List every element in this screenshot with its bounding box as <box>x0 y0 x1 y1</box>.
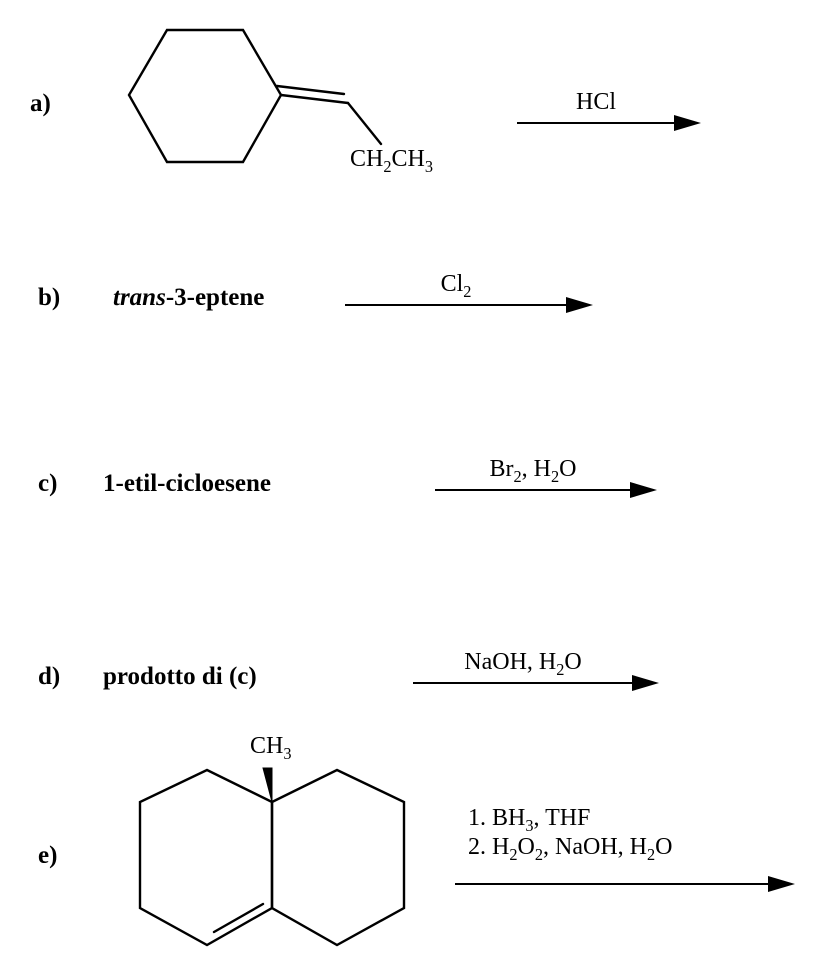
arrowhead-icon <box>632 674 659 691</box>
reaction-arrow-c: Br2, H2O <box>435 455 657 498</box>
reagent-text: HCl <box>575 89 616 115</box>
item-label-c: c) <box>38 470 58 497</box>
reagent-text: O <box>559 456 577 482</box>
reagent-text: NaOH, H <box>464 649 557 675</box>
reagent-text: O <box>517 833 535 860</box>
ethyl-group-formula: CH2CH3 <box>350 146 433 176</box>
reagent-step-1: 1. BH3, THF <box>468 804 769 833</box>
wedge-bond <box>262 767 273 803</box>
formula-text: CH <box>391 146 425 172</box>
compound-name-c: 1-etil-cicloesene <box>103 470 271 497</box>
formula-subscript: 2 <box>383 156 392 176</box>
item-label-a: a) <box>30 90 51 117</box>
reagent-text: Cl <box>440 271 464 297</box>
compound-name-b: trans-3-eptene <box>113 284 264 312</box>
reagent-text: , THF <box>533 805 591 831</box>
compound-name-italic-part: trans <box>113 284 166 311</box>
reagent-label-b: Cl2 <box>345 270 567 304</box>
arrow-shaft <box>517 114 701 131</box>
item-label-e: e) <box>38 842 58 869</box>
reagent-subscript: 2 <box>556 659 565 679</box>
exocyclic-double-bond-line-1 <box>279 93 350 105</box>
reagent-label-c: Br2, H2O <box>435 455 631 489</box>
ring-double-bond-inner-line <box>212 902 265 934</box>
reaction-arrow-b: Cl2 <box>345 270 593 313</box>
arrowhead-icon <box>630 481 657 498</box>
reagent-text: O <box>655 833 673 860</box>
reagent-text: , NaOH, H <box>543 833 647 860</box>
reagent-label-d: NaOH, H2O <box>413 648 633 682</box>
reaction-arrow-e: 1. BH3, THF 2. H2O2, NaOH, H2O <box>455 804 795 892</box>
reagent-subscript: 2 <box>534 844 543 864</box>
formula-subscript: 3 <box>424 156 433 176</box>
ethylidenecyclohexane-structure <box>127 28 383 164</box>
reagent-step-2: 2. H2O2, NaOH, H2O <box>468 833 769 862</box>
arrow-shaft <box>455 875 795 892</box>
methyl-group-formula: CH3 <box>250 733 292 763</box>
cyclohexane-ring <box>127 28 283 164</box>
reagent-text: 1. BH <box>468 805 526 831</box>
bond-to-ethyl-group <box>346 101 383 146</box>
reagent-text: Br <box>489 456 514 482</box>
methyl-octahydronaphthalene-structure <box>138 767 406 947</box>
arrowhead-icon <box>566 296 593 313</box>
reagent-subscript: 2 <box>551 466 560 486</box>
left-ring <box>138 768 274 947</box>
reagent-subscript: 3 <box>525 815 534 835</box>
reagent-subscript: 2 <box>646 844 656 864</box>
reagent-subscript: 2 <box>513 466 522 486</box>
reagent-text: O <box>564 649 582 675</box>
formula-subscript: 3 <box>283 743 292 763</box>
reagent-label-e: 1. BH3, THF 2. H2O2, NaOH, H2O <box>455 804 769 867</box>
reagent-text: 2. H <box>468 833 510 860</box>
arrow-shaft <box>345 296 593 313</box>
compound-name-rest: -3-eptene <box>165 284 265 311</box>
formula-text: CH <box>350 146 384 172</box>
arrowhead-icon <box>674 114 701 131</box>
reaction-arrow-d: NaOH, H2O <box>413 648 659 691</box>
reagent-label-a: HCl <box>517 88 675 122</box>
right-ring <box>270 768 406 947</box>
compound-name-d: prodotto di (c) <box>103 663 257 690</box>
reaction-arrow-a: HCl <box>517 88 701 131</box>
item-label-d: d) <box>38 663 61 690</box>
exocyclic-double-bond-line-2 <box>275 84 346 96</box>
formula-text: CH <box>250 733 284 759</box>
arrow-shaft <box>413 674 659 691</box>
arrow-shaft <box>435 481 657 498</box>
arrowhead-icon <box>768 875 795 892</box>
reagent-text: , H <box>521 456 551 482</box>
reagent-subscript: 2 <box>509 844 518 864</box>
item-label-b: b) <box>38 284 61 311</box>
reagent-subscript: 2 <box>463 281 472 301</box>
